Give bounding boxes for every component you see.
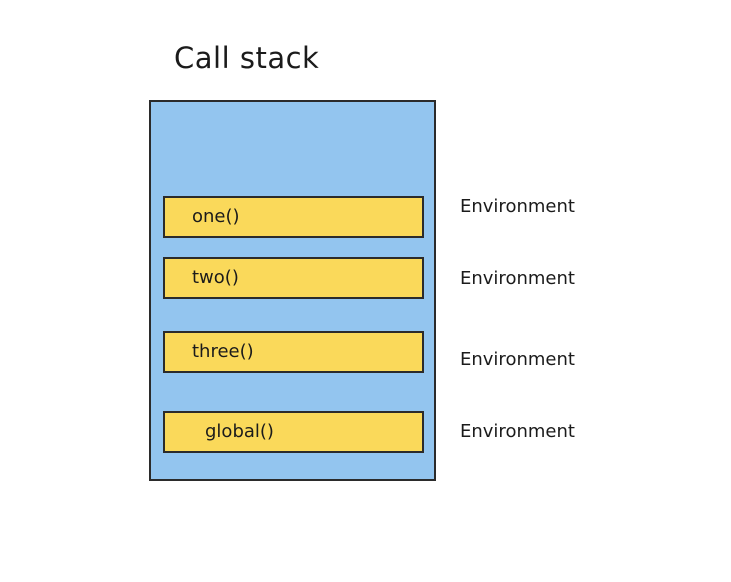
stack-frame-label: three() xyxy=(192,341,254,362)
stack-frame-global[interactable]: global() xyxy=(163,411,424,453)
stack-frame-label: global() xyxy=(205,421,274,442)
environment-label-three: Environment xyxy=(460,349,575,370)
stack-frame-three[interactable]: three() xyxy=(163,331,424,373)
page-title: Call stack xyxy=(174,41,320,75)
stack-frame-label: two() xyxy=(192,267,239,288)
environment-label-two: Environment xyxy=(460,268,575,289)
environment-label-global: Environment xyxy=(460,421,575,442)
stack-frame-one[interactable]: one() xyxy=(163,196,424,238)
environment-label-one: Environment xyxy=(460,196,575,217)
stack-frame-label: one() xyxy=(192,206,240,227)
stack-frame-two[interactable]: two() xyxy=(163,257,424,299)
